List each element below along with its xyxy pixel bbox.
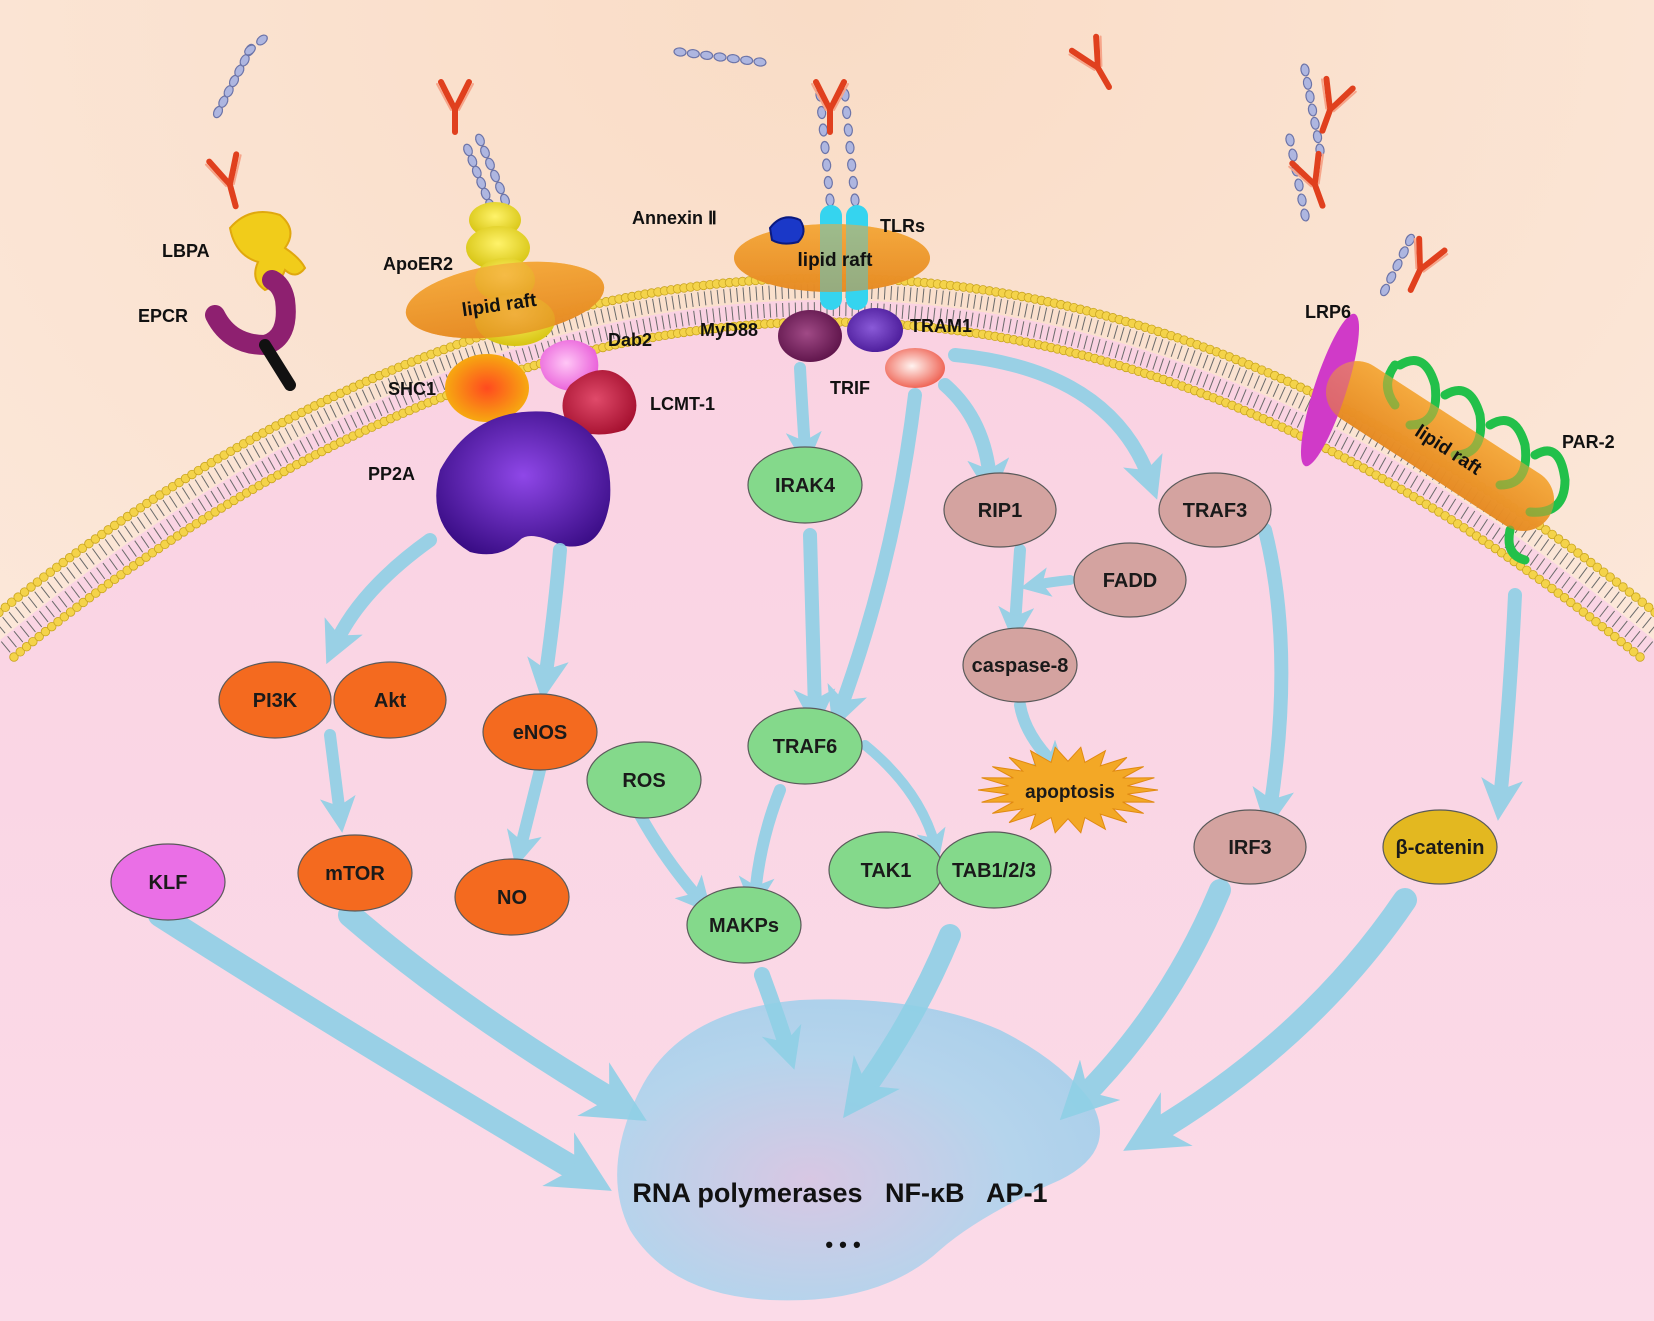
annexin-label: Annexin Ⅱ: [632, 208, 717, 228]
par2-label: PAR-2: [1562, 432, 1615, 452]
caspase8-node: caspase-8: [962, 627, 1078, 703]
arrow-irak4-traf6: [793, 528, 836, 731]
makps-node: MAKPs: [686, 886, 802, 964]
tab123-node-label: TAB1/2/3: [952, 860, 1036, 882]
annexin-ii-protein: [768, 216, 805, 245]
beta-catenin-node-label: β-catenin: [1396, 837, 1485, 859]
akt-node: Akt: [333, 661, 447, 739]
arrow-catenin-nucleus: [1123, 888, 1417, 1151]
irf3-node: IRF3: [1193, 809, 1307, 885]
traf3-node-label: TRAF3: [1183, 500, 1247, 522]
traf3-node: TRAF3: [1158, 472, 1272, 548]
arrow-traf6-tab: [860, 740, 946, 860]
apoer2-receptor: lipid raft: [405, 202, 605, 346]
dab2-label: Dab2: [608, 330, 652, 350]
arrow-tram1-traf3: [948, 348, 1163, 500]
extracellular-ligands: [204, 33, 1449, 297]
enos-node: eNOS: [482, 693, 598, 771]
myd88-label: MyD88: [700, 320, 758, 340]
lbpa-protein: [228, 211, 307, 292]
arrow-mtor-nucleus: [338, 903, 647, 1121]
epcr-label: EPCR: [138, 306, 188, 326]
myd88-protein: [778, 310, 842, 362]
no-node-label: NO: [497, 887, 527, 909]
beta-catenin-node: β-catenin: [1382, 809, 1498, 885]
nucleus: [617, 999, 1100, 1301]
mtor-node-label: mTOR: [325, 863, 385, 885]
signaling-arrows: [148, 348, 1523, 1191]
ros-node-label: ROS: [622, 770, 665, 792]
akt-node-label: Akt: [374, 690, 407, 712]
rip1-node: RIP1: [943, 472, 1057, 548]
caspase8-node-label: caspase-8: [972, 655, 1069, 677]
arrow-trif-traf6: [827, 388, 922, 730]
enos-node-label: eNOS: [513, 722, 567, 744]
arrow-irf3-nucleus: [1059, 879, 1231, 1121]
trif-protein: [885, 348, 945, 388]
apoer2-label: ApoER2: [383, 254, 453, 274]
lrp6-label: LRP6: [1305, 302, 1351, 322]
rip1-node-label: RIP1: [978, 500, 1022, 522]
pi3k-node-label: PI3K: [253, 690, 298, 712]
tak1-node: TAK1: [828, 831, 944, 909]
fadd-node: FADD: [1073, 542, 1187, 618]
arrow-pp2a-pi3k: [324, 533, 437, 665]
irf3-node-label: IRF3: [1228, 837, 1271, 859]
traf6-node-label: TRAF6: [773, 736, 837, 758]
epcr-receptor: [205, 270, 296, 391]
arrow-fadd-caspase8: [1020, 567, 1075, 597]
fadd-node-label: FADD: [1103, 570, 1157, 592]
arrow-pp2a-enos: [527, 543, 569, 701]
trif-label: TRIF: [830, 378, 870, 398]
mtor-node: mTOR: [297, 834, 413, 912]
arrow-rip1-caspase8: [998, 544, 1035, 643]
nucleus-label: RNA polymerases NF-κB AP-1: [632, 1178, 1047, 1208]
cell-membrane: [0, 273, 1654, 662]
klf-node-label: KLF: [149, 872, 188, 894]
tak1-node-label: TAK1: [861, 860, 912, 882]
arrow-caspase8-apoptosis: [1014, 699, 1068, 778]
ros-node: ROS: [586, 741, 702, 819]
shc1-protein: [445, 354, 529, 422]
arrow-par2-catenin: [1481, 588, 1523, 821]
traf6-node: TRAF6: [747, 707, 863, 785]
arrow-klf-nucleus: [148, 903, 612, 1191]
tram1-label: TRAM1: [910, 316, 972, 336]
pp2a-label: PP2A: [368, 464, 415, 484]
apoptosis-label: apoptosis: [1025, 782, 1115, 803]
pp2a-protein: [436, 411, 611, 555]
arrow-myd88-irak4: [785, 362, 822, 468]
irak4-node: IRAK4: [747, 446, 863, 524]
arrow-akt-mtor: [319, 729, 356, 833]
lcmt1-label: LCMT-1: [650, 394, 715, 414]
arrow-ros-makps: [634, 809, 712, 914]
lipid-raft-right-overlay: [1325, 361, 1555, 531]
tab123-node: TAB1/2/3: [936, 831, 1052, 909]
lcmt1-protein: [562, 370, 637, 435]
nucleus-ellipsis: • • •: [825, 1232, 860, 1257]
lbpa-label: LBPA: [162, 241, 210, 261]
tlrs-label: TLRs: [880, 216, 925, 236]
lipid-raft-middle-label: lipid raft: [798, 250, 874, 271]
apoptosis-burst: apoptosis: [977, 746, 1159, 834]
makps-node-label: MAKPs: [709, 915, 779, 937]
irak4-node-label: IRAK4: [775, 475, 836, 497]
pi3k-node: PI3K: [218, 661, 332, 739]
arrow-tab-nucleus: [843, 924, 961, 1119]
arrow-makps-nucleus: [754, 967, 802, 1070]
klf-node: KLF: [110, 843, 226, 921]
arrow-traf6-makps: [738, 784, 786, 913]
shc1-label: SHC1: [388, 379, 436, 399]
arrow-enos-no: [506, 764, 546, 868]
no-node: NO: [454, 858, 570, 936]
arrow-traf3-irf3: [1252, 523, 1294, 831]
tram1-protein: [847, 308, 903, 352]
arrow-trif-rip1: [938, 378, 1010, 501]
